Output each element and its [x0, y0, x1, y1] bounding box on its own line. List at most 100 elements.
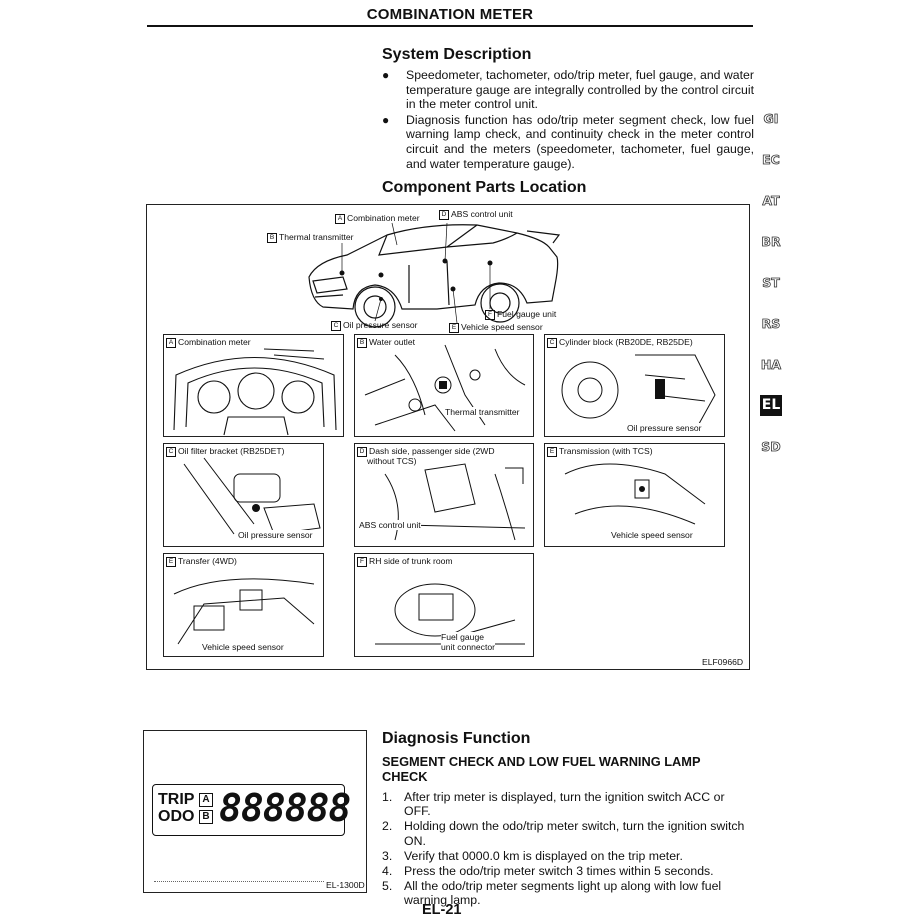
label-text: RH side of trunk room [369, 556, 453, 566]
bullet-dot-icon: ● [382, 68, 390, 82]
callout-vehicle-speed-sensor: Vehicle speed sensor [611, 530, 693, 540]
step-number: 3. [382, 848, 393, 863]
tab-el[interactable]: EL [760, 395, 782, 416]
label-text: Water outlet [369, 337, 416, 347]
tab-at[interactable]: AT [762, 193, 780, 209]
step-item: 2. Holding down the odo/trip meter switch… [382, 819, 754, 847]
section-tabs: GI EC AT BR ST RS HA EL SD [760, 108, 782, 477]
label-text: Combination meter [178, 337, 251, 347]
step-text: After trip meter is displayed, turn the … [404, 790, 725, 819]
odo-trip-display-figure: TRIP ODO A B 888888 EL-1300D [143, 730, 367, 893]
car-illustration [308, 222, 561, 328]
label-text: Oil pressure sensor [343, 320, 418, 330]
trip-a-indicator: A [199, 793, 213, 807]
bullet-item: ● Diagnosis function has odo/trip meter s… [382, 113, 754, 171]
trunk-room-drawing [375, 583, 525, 645]
callout-abs-control-unit: ABS control unit [359, 520, 421, 530]
component-parts-heading: Component Parts Location [382, 179, 587, 196]
water-outlet-drawing [364, 344, 526, 432]
step-item: 5. All the odo/trip meter segments light … [382, 879, 754, 907]
page-number: EL-21 [422, 902, 462, 918]
panel-title-line-2: without TCS) [367, 456, 417, 466]
dash-side-drawing [364, 463, 526, 541]
label-letter: D [439, 209, 449, 220]
header-rule [147, 25, 753, 27]
tab-br[interactable]: BR [761, 234, 781, 250]
label-letter: E [166, 556, 176, 567]
label-text: Combination meter [347, 213, 420, 223]
label-letter: A [335, 213, 345, 224]
callout-unit-connector: unit connector [441, 642, 495, 652]
label-text: Transfer (4WD) [178, 556, 237, 566]
label-text: Vehicle speed sensor [461, 322, 543, 332]
system-description-heading: System Description [382, 46, 532, 63]
system-description-list: ●Speedometer, tachometer, odo/trip meter… [382, 68, 754, 172]
diagnosis-subheading: SEGMENT CHECK AND LOW FUEL WARNING LAMP … [382, 754, 701, 784]
tab-gi[interactable]: GI [763, 111, 779, 127]
step-item: 4.Press the odo/trip meter switch 3 time… [382, 864, 754, 878]
tab-ec[interactable]: EC [762, 152, 781, 168]
label-text: Fuel gauge unit [497, 309, 557, 319]
step-number: 5. [382, 879, 393, 894]
label-letter: F [357, 556, 367, 567]
subheading-line-2: CHECK [382, 769, 428, 784]
step-number: 4. [382, 864, 393, 879]
trip-label: TRIP [158, 791, 195, 808]
label-letter: E [547, 446, 557, 457]
label-text: Thermal transmitter [279, 232, 354, 242]
tab-sd[interactable]: SD [761, 439, 781, 455]
callout-vehicle-speed-sensor: Vehicle speed sensor [202, 642, 284, 652]
tab-st[interactable]: ST [762, 275, 780, 291]
meter-cluster-drawing [173, 348, 337, 436]
step-text: Verify that 0000.0 km is displayed on th… [404, 848, 683, 863]
label-letter: C [166, 446, 176, 457]
step-text: All the odo/trip meter segments light up… [404, 879, 722, 908]
page-header-title: COMBINATION METER [366, 6, 534, 23]
label-letter: C [547, 337, 557, 348]
step-number: 2. [382, 819, 393, 834]
label-letter: E [449, 322, 459, 333]
figure-code: ELF0966D [702, 657, 744, 667]
step-item: 1. After trip meter is displayed, turn th… [382, 790, 754, 818]
bullet-text: Diagnosis function has odo/trip meter se… [406, 112, 754, 171]
label-text: Transmission (with TCS) [559, 446, 653, 456]
step-number: 1. [382, 790, 393, 804]
figure-divider [154, 881, 324, 882]
bullet-dot-icon: ● [382, 112, 390, 127]
label-text: Oil filter bracket (RB25DET) [178, 446, 285, 456]
callout-oil-pressure-sensor: Oil pressure sensor [238, 530, 313, 540]
diagnosis-heading: Diagnosis Function [382, 730, 531, 747]
transmission-drawing [564, 463, 706, 525]
tab-ha[interactable]: HA [760, 357, 782, 373]
transfer-drawing [173, 578, 315, 645]
cylinder-block-drawing [561, 354, 716, 432]
callout-thermal-transmitter: Thermal transmitter [445, 407, 520, 417]
trip-b-indicator: B [199, 810, 213, 824]
label-letter: C [331, 320, 341, 331]
segment-digits: 888888 [219, 786, 351, 830]
callout-fuel-gauge: Fuel gauge [441, 632, 485, 642]
figure-code: EL-1300D [326, 880, 365, 890]
tab-rs[interactable]: RS [761, 316, 781, 332]
label-text: ABS control unit [451, 209, 513, 219]
oil-filter-drawing [183, 457, 321, 535]
step-text: Holding down the odo/trip meter switch, … [404, 819, 745, 848]
